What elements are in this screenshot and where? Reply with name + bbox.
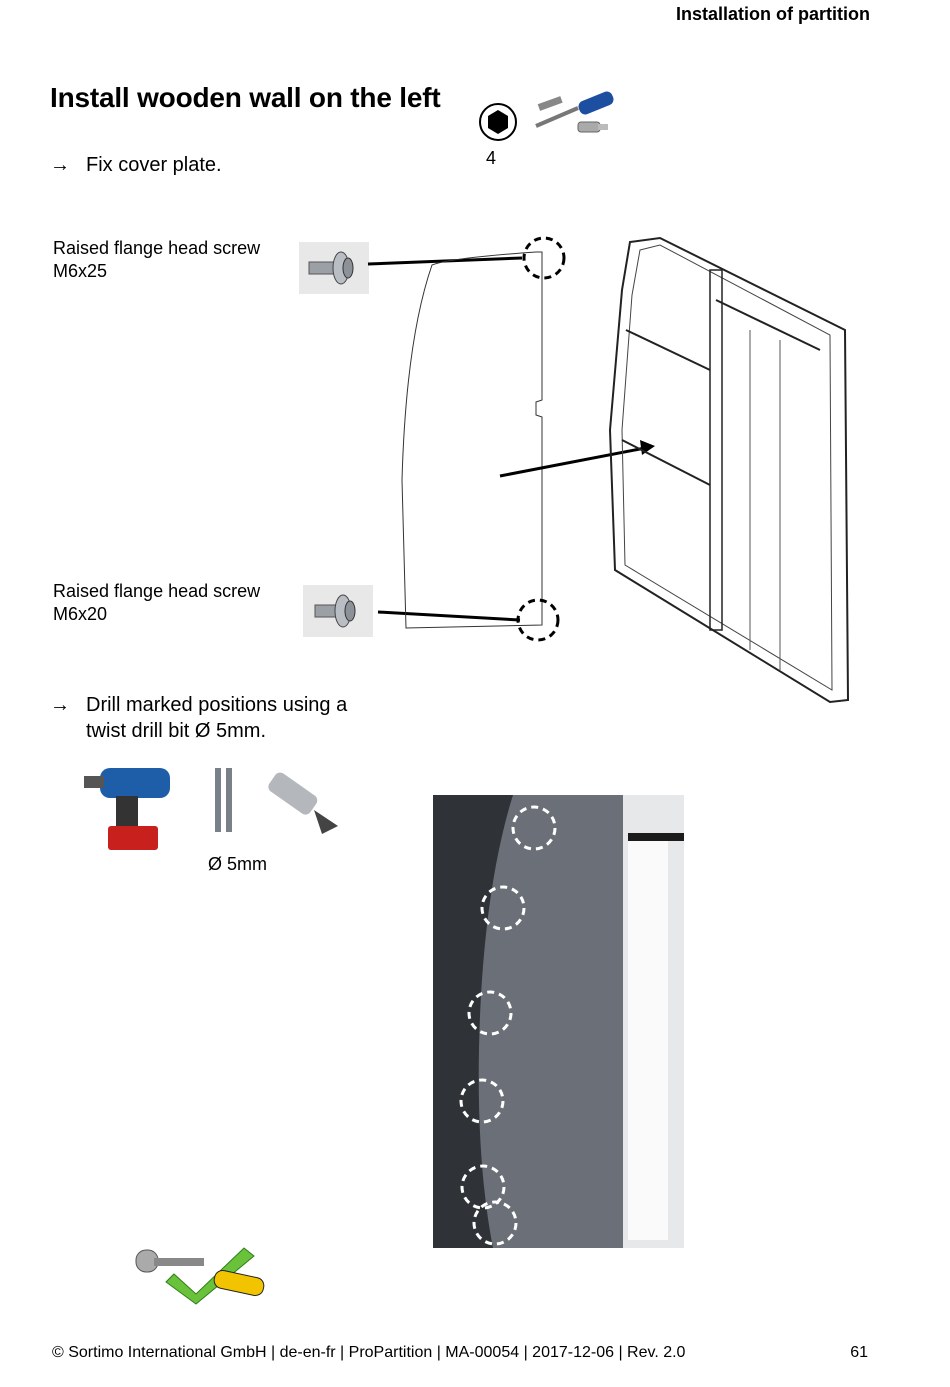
page-title: Install wooden wall on the left: [50, 82, 441, 113]
tool-group: 4: [478, 90, 628, 170]
screw-name: Raised flange head screw: [53, 581, 261, 601]
step-text: Fix cover plate.: [86, 154, 222, 176]
screwdriver-icon: [535, 91, 614, 128]
drill-bit-icon: [215, 768, 232, 832]
wall-photo: [433, 795, 684, 1248]
partition-drawing: [367, 236, 850, 704]
tool-number: 4: [486, 148, 497, 168]
screw-name: Raised flange head screw: [53, 238, 261, 258]
bit-icon: [577, 121, 608, 133]
screw-size: M6x25: [53, 261, 108, 281]
step-arrow-icon: →: [50, 694, 70, 716]
drill-bit-closeup-icon: [268, 772, 338, 834]
section-header: Installation of partition: [676, 4, 870, 24]
step-1: → Fix cover plate.: [50, 152, 222, 178]
step-text-line1: Drill marked positions using a: [86, 694, 348, 716]
screw-size: M6x20: [53, 604, 108, 624]
screw-label-bottom: Raised flange head screw M6x20: [53, 580, 260, 626]
drill-size-label: Ø 5mm: [208, 854, 268, 874]
hex-socket-icon: [479, 103, 517, 141]
cordless-drill-icon: [84, 768, 170, 850]
screw-label-top: Raised flange head screw M6x25: [53, 237, 260, 283]
step-text-line2: twist drill bit Ø 5mm.: [86, 720, 267, 742]
screw-photo-m6x20: [303, 585, 373, 637]
step-2: → Drill marked positions using a twist dr…: [50, 692, 347, 744]
footer-text: © Sortimo International GmbH | de-en-fr …: [52, 1344, 686, 1361]
screw-photo-m6x25: [299, 242, 369, 294]
ratchet-checkmark-icon: [135, 1247, 265, 1305]
page-number: 61: [850, 1344, 868, 1361]
step-arrow-icon: →: [50, 154, 70, 176]
